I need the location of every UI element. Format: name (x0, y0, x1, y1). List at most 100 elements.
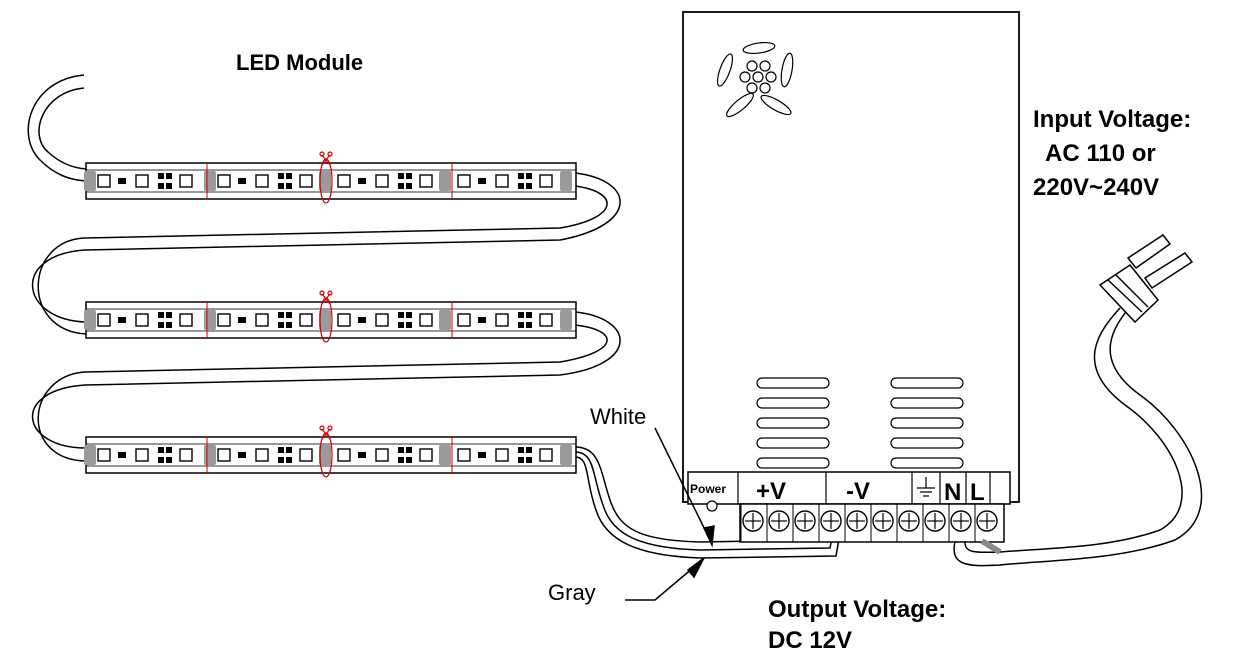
led-chip (539, 313, 553, 327)
led-chips (84, 163, 572, 473)
power-terminal-label: Power (690, 482, 726, 496)
neutral-terminal-label: N (944, 479, 961, 506)
scissors-icon (319, 151, 333, 204)
power-indicator (706, 500, 718, 512)
led-chip (97, 448, 111, 462)
resistor (238, 178, 246, 184)
led-chip (375, 313, 389, 327)
ac-cord (953, 299, 1203, 567)
led-chip (539, 174, 553, 188)
led-chip (179, 448, 193, 462)
vent-slot (756, 397, 830, 409)
solder-pad (204, 445, 216, 465)
led-chip (495, 313, 509, 327)
led-chip (419, 313, 433, 327)
solder-pad (560, 310, 572, 330)
positive-terminal-label: +V (756, 478, 786, 505)
resistor (118, 317, 126, 323)
resistor (118, 178, 126, 184)
led-chip (97, 174, 111, 188)
solder-pad (319, 171, 331, 191)
fan-icon (716, 41, 794, 118)
led-chip (179, 174, 193, 188)
solder-pad (84, 445, 96, 465)
vent-slot (756, 457, 830, 469)
solder-pad (319, 310, 331, 330)
resistor (478, 452, 486, 458)
terminal-screws (740, 504, 998, 542)
vent-slot (890, 397, 964, 409)
vent-slot (890, 457, 964, 469)
led-chip (255, 313, 269, 327)
solder-pad (84, 310, 96, 330)
live-terminal-label: L (970, 479, 985, 506)
vent-slot (890, 437, 964, 449)
resistor (478, 178, 486, 184)
led-chip (375, 448, 389, 462)
led-chip (419, 174, 433, 188)
resistor (478, 317, 486, 323)
input-voltage-range-label: 220V~240V (1033, 174, 1159, 201)
solder-pad (439, 171, 451, 191)
led-chip (375, 174, 389, 188)
strip-1-components (84, 163, 572, 199)
output-voltage-value: DC 12V (768, 627, 852, 654)
solder-pad (439, 310, 451, 330)
resistor (118, 452, 126, 458)
solder-pad (560, 445, 572, 465)
led-chip (217, 174, 231, 188)
led-chip (97, 313, 111, 327)
led-chip (457, 174, 471, 188)
led-chip (179, 313, 193, 327)
led-chip (299, 174, 313, 188)
resistor (238, 452, 246, 458)
vent-slot (890, 417, 964, 429)
output-voltage-label: Output Voltage: (768, 596, 946, 623)
solder-pad (84, 171, 96, 191)
led-chip (539, 448, 553, 462)
input-voltage-label: Input Voltage: (1033, 106, 1191, 133)
solder-pad (560, 171, 572, 191)
power-supply (682, 11, 1020, 543)
resistor (358, 452, 366, 458)
led-chip (255, 174, 269, 188)
led-chip (135, 313, 149, 327)
resistor (238, 317, 246, 323)
strip-3-components (84, 437, 572, 473)
cut-marks (319, 151, 333, 478)
led-chip (217, 448, 231, 462)
led-chip (337, 174, 351, 188)
solder-pad (204, 171, 216, 191)
led-chip (135, 174, 149, 188)
led-chip (135, 448, 149, 462)
resistor (358, 178, 366, 184)
led-chip (255, 448, 269, 462)
input-voltage-ac-label: AC 110 or (1045, 140, 1156, 167)
strip-2-components (84, 302, 572, 338)
resistor (358, 317, 366, 323)
led-chip (495, 448, 509, 462)
white-wire-label: White (590, 404, 646, 429)
led-chip (299, 313, 313, 327)
negative-terminal-label: -V (846, 478, 870, 505)
ground-icon (917, 477, 935, 497)
vent-slot (890, 377, 964, 389)
led-module-label: LED Module (236, 50, 363, 75)
vent-slot (756, 377, 830, 389)
plug-icon (1098, 233, 1194, 324)
led-chip (217, 313, 231, 327)
vent-slot (756, 417, 830, 429)
solder-pad (319, 445, 331, 465)
led-chip (457, 448, 471, 462)
led-chip (299, 448, 313, 462)
scissors-icon (319, 290, 333, 343)
led-chip (495, 174, 509, 188)
pointer-lines (625, 427, 715, 601)
solder-pad (439, 445, 451, 465)
scissors-icon (319, 425, 333, 478)
led-chip (337, 313, 351, 327)
led-chip (419, 448, 433, 462)
led-chip (337, 448, 351, 462)
solder-pad (204, 310, 216, 330)
